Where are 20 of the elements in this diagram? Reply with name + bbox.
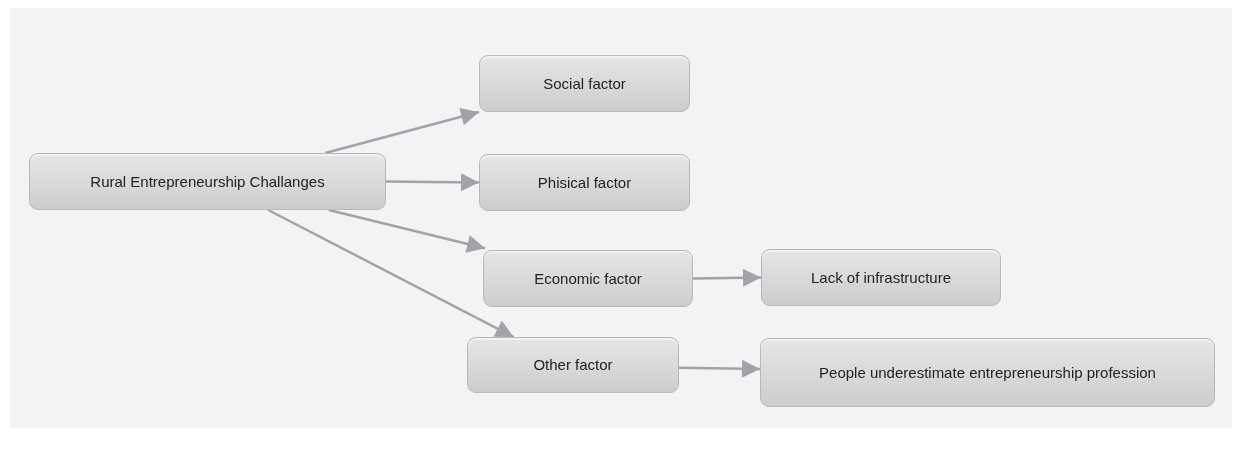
process-box <box>760 338 1215 407</box>
arrow <box>325 107 480 155</box>
process-box <box>761 249 1001 306</box>
process-box <box>479 55 690 112</box>
process-box <box>29 153 386 210</box>
node-label: Social factor <box>542 75 627 92</box>
arrow <box>267 208 515 339</box>
process-box <box>479 154 690 211</box>
arrow <box>328 208 486 253</box>
node-label: Other factor <box>532 357 614 373</box>
node-label: Economic factor <box>533 270 643 287</box>
node-label: Lack of infrastructure <box>809 269 953 286</box>
arrow <box>679 359 760 378</box>
arrow <box>693 268 761 287</box>
node-label: Phisical factor <box>536 174 633 191</box>
node-label: People underestimate entrepreneurship profession <box>818 364 1157 381</box>
process-box <box>467 337 679 393</box>
arrow <box>386 173 479 192</box>
node-label: Rural Entrepreneurship Challanges <box>89 173 326 190</box>
process-box <box>483 250 693 307</box>
